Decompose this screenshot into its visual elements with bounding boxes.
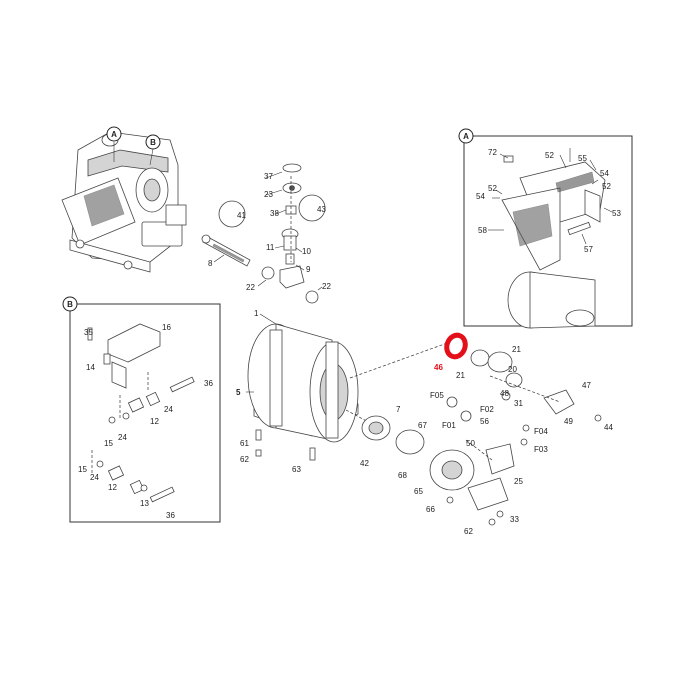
label-56: 56 (480, 417, 489, 426)
label-7: 7 (396, 405, 401, 414)
label-54-a: 54 (600, 169, 609, 178)
highlighted-part-46: 46 (434, 332, 468, 372)
label-20: 20 (508, 365, 517, 374)
overview-machine (61, 131, 187, 273)
label-23: 23 (264, 190, 273, 199)
label-11: 11 (266, 243, 275, 252)
label-12-a: 12 (150, 417, 159, 426)
label-50: 50 (466, 439, 475, 448)
label-33: 33 (510, 515, 519, 524)
badge-a-label: A (111, 130, 117, 139)
label-68: 68 (398, 471, 407, 480)
label-14: 14 (86, 363, 95, 372)
label-52-a: 52 (545, 151, 554, 160)
label-63: 63 (292, 465, 301, 474)
label-57: 57 (584, 245, 593, 254)
label-65: 65 (414, 487, 423, 496)
label-55: 55 (578, 154, 587, 163)
detail-view-b: B 35 16 14 36 24 12 24 15 15 (62, 296, 221, 523)
label-24-c: 24 (90, 473, 99, 482)
detail-a-badge: A (463, 132, 469, 141)
label-52-b: 52 (602, 182, 611, 191)
label-44: 44 (604, 423, 613, 432)
label-37: 37 (264, 172, 273, 181)
badge-a-overview: A (106, 126, 122, 162)
label-43: 43 (317, 205, 326, 214)
label-22-a: 22 (246, 283, 255, 292)
label-21-a: 21 (456, 371, 465, 380)
badge-b-label: B (150, 138, 156, 147)
label-53: 53 (612, 209, 621, 218)
main-drum: 5 1 61 62 63 (236, 309, 451, 474)
label-8: 8 (208, 259, 213, 268)
label-42: 42 (360, 459, 369, 468)
label-52-c: 52 (488, 184, 497, 193)
label-72: 72 (488, 148, 497, 157)
label-54-b: 54 (476, 192, 485, 201)
label-21-b: 21 (512, 345, 521, 354)
label-67: 67 (418, 421, 427, 430)
shaft-lower (91, 450, 175, 503)
label-f03: F03 (534, 445, 548, 454)
label-22-b: 22 (322, 282, 331, 291)
label-62-b: 62 (464, 527, 473, 536)
label-41: 41 (237, 211, 246, 220)
label-24-b: 24 (118, 433, 127, 442)
label-24-a: 24 (164, 405, 173, 414)
label-5: 5 (236, 388, 241, 397)
grille (83, 184, 125, 227)
shaft-upper (108, 372, 195, 424)
label-f02: F02 (480, 405, 494, 414)
label-47: 47 (582, 381, 591, 390)
gear-train (361, 349, 602, 526)
label-16: 16 (162, 323, 171, 332)
label-36-b: 36 (166, 511, 175, 520)
label-f04: F04 (534, 427, 548, 436)
label-15-b: 15 (78, 465, 87, 474)
label-36-a: 36 (204, 379, 213, 388)
label-12-b: 12 (108, 483, 117, 492)
label-10: 10 (302, 247, 311, 256)
label-f01: F01 (442, 421, 456, 430)
spindle-assembly: 37 23 38 11 10 9 22 22 8 41 43 (201, 163, 331, 304)
label-13-b: 13 (140, 499, 149, 508)
label-35: 35 (84, 328, 93, 337)
threaded-rod (201, 234, 251, 267)
label-31: 31 (514, 399, 523, 408)
label-25: 25 (514, 477, 523, 486)
gear-train-labels: 7 42 67 68 65 66 21 21 20 48 31 47 49 44… (360, 345, 613, 536)
label-58: 58 (478, 226, 487, 235)
detail-b-badge: B (67, 300, 73, 309)
label-38: 38 (270, 209, 279, 218)
label-48: 48 (500, 389, 509, 398)
label-1: 1 (254, 309, 259, 318)
badge-b-overview: B (145, 134, 161, 166)
detail-view-a: A 72 52 55 54 52 52 54 53 58 57 (458, 128, 633, 329)
label-46: 46 (434, 363, 443, 372)
label-15-a: 15 (104, 439, 113, 448)
label-9: 9 (306, 265, 311, 274)
label-49: 49 (564, 417, 573, 426)
label-61: 61 (240, 439, 249, 448)
label-66: 66 (426, 505, 435, 514)
label-f05: F05 (430, 391, 444, 400)
label-62-a: 62 (240, 455, 249, 464)
